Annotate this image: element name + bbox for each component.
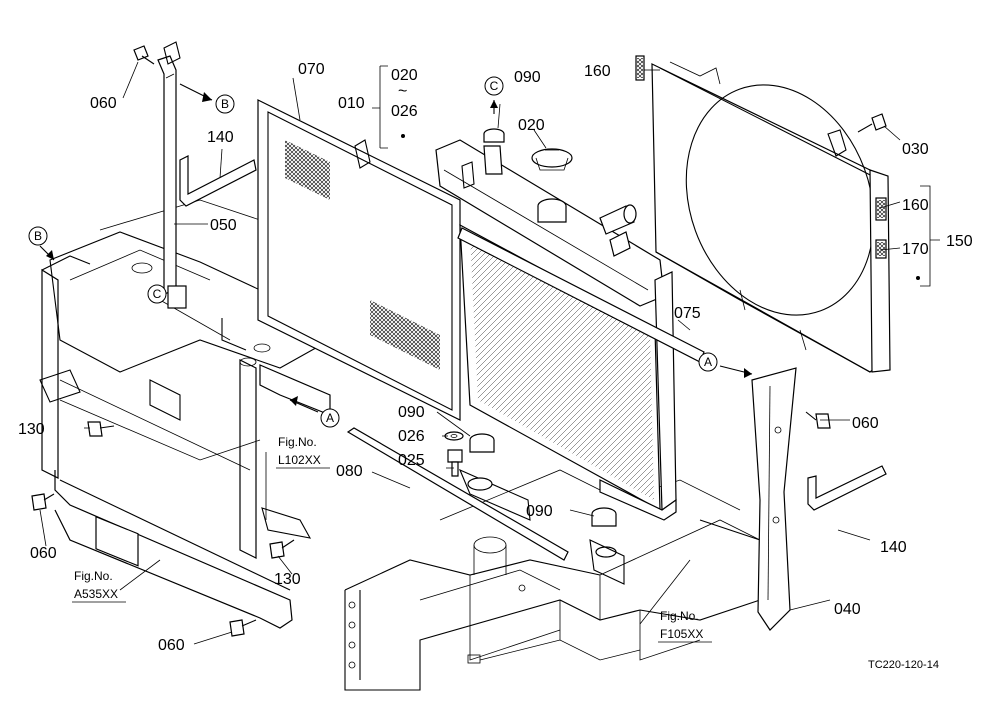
label-150: 150 bbox=[946, 233, 973, 250]
range-dot-150 bbox=[916, 276, 920, 280]
cushion-090-lower-left bbox=[469, 433, 495, 453]
marker-c-top: C bbox=[484, 76, 504, 96]
svg-text:A535XX: A535XX bbox=[74, 587, 118, 601]
label-090-top: 090 bbox=[514, 69, 541, 86]
bolt-130-lower bbox=[269, 539, 295, 559]
marker-a-right: A bbox=[698, 352, 718, 372]
fan-shroud-150 bbox=[651, 61, 891, 373]
marker-b-top: B bbox=[215, 94, 235, 114]
bolt-060-right bbox=[805, 411, 831, 429]
label-075: 075 bbox=[674, 305, 701, 322]
bolt-060-top-left bbox=[133, 45, 155, 65]
stay-140-right bbox=[807, 465, 887, 511]
label-170: 170 bbox=[902, 241, 929, 258]
left-support-frame bbox=[39, 199, 331, 629]
label-160-top: 160 bbox=[584, 63, 611, 80]
svg-text:A: A bbox=[704, 355, 712, 369]
svg-text:B: B bbox=[221, 97, 229, 111]
label-140-right: 140 bbox=[880, 539, 907, 556]
marker-a-left: A bbox=[320, 408, 340, 428]
svg-text:B: B bbox=[34, 229, 42, 243]
svg-text:Fig.No.: Fig.No. bbox=[74, 569, 113, 583]
marker-c-left: C bbox=[147, 284, 167, 304]
label-020: 020 bbox=[518, 117, 545, 134]
label-080: 080 bbox=[336, 463, 363, 480]
radiator-010 bbox=[435, 139, 677, 521]
radiator-screen-070 bbox=[257, 99, 461, 421]
svg-text:C: C bbox=[153, 287, 162, 301]
figure-ref-f105xx: Fig.No. F105XX bbox=[658, 609, 712, 643]
reference-arrows bbox=[39, 83, 753, 413]
label-040: 040 bbox=[834, 601, 861, 618]
bolt-060-mid-left bbox=[31, 493, 55, 511]
label-026: 026 bbox=[398, 428, 425, 445]
svg-text:Fig.No.: Fig.No. bbox=[660, 609, 699, 623]
label-130-left: 130 bbox=[18, 421, 45, 438]
label-060-mid-left: 060 bbox=[30, 545, 57, 562]
bolt-025 bbox=[447, 449, 463, 477]
seal-160-top bbox=[635, 55, 645, 81]
label-025: 025 bbox=[398, 452, 425, 469]
radiator-cap-020 bbox=[531, 148, 573, 171]
svg-text:C: C bbox=[490, 79, 499, 93]
label-050: 050 bbox=[210, 217, 237, 234]
marker-b-left: B bbox=[28, 226, 48, 246]
label-060-top-left: 060 bbox=[90, 95, 117, 112]
cushion-090-lower-right bbox=[591, 507, 617, 527]
svg-text:F105XX: F105XX bbox=[660, 627, 703, 641]
range-dot-010 bbox=[401, 134, 405, 138]
label-140-left: 140 bbox=[207, 129, 234, 146]
cushion-090-top bbox=[483, 128, 505, 143]
label-090-lower-left: 090 bbox=[398, 404, 425, 421]
label-130-lower: 130 bbox=[274, 571, 301, 588]
leader-lines bbox=[39, 61, 940, 645]
figure-ref-l102xx: Fig.No. L102XX bbox=[276, 435, 330, 469]
svg-text:L102XX: L102XX bbox=[278, 453, 321, 467]
svg-text:A: A bbox=[326, 411, 334, 425]
label-060-right: 060 bbox=[852, 415, 879, 432]
label-060-bottom: 060 bbox=[158, 637, 185, 654]
bolt-030 bbox=[857, 113, 887, 133]
stay-140-left bbox=[179, 155, 257, 207]
label-010: 010 bbox=[338, 95, 365, 112]
label-020-range-start: 020 bbox=[391, 67, 418, 84]
label-030: 030 bbox=[902, 141, 929, 158]
bolt-130-left bbox=[87, 421, 115, 437]
label-090-lower-right: 090 bbox=[526, 503, 553, 520]
label-160-right: 160 bbox=[902, 197, 929, 214]
stay-080 bbox=[346, 427, 625, 585]
svg-text:Fig.No.: Fig.No. bbox=[278, 435, 317, 449]
figure-ref-a535xx: Fig.No. A535XX bbox=[72, 569, 126, 603]
bolt-060-bottom bbox=[229, 619, 257, 637]
label-070: 070 bbox=[298, 61, 325, 78]
drawing-code: TC220-120-14 bbox=[868, 659, 939, 671]
label-020-range-end: 026 bbox=[391, 103, 418, 120]
label-020-range-tilde: ~ bbox=[398, 83, 407, 100]
bracket-040 bbox=[751, 367, 797, 631]
bracket-050 bbox=[157, 41, 187, 309]
